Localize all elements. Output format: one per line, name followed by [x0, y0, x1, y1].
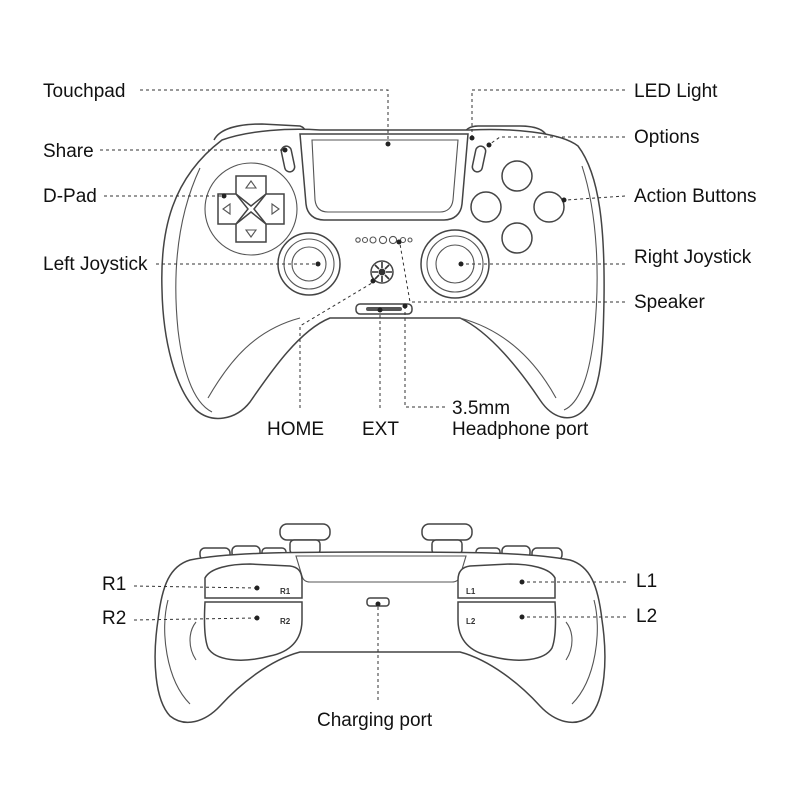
left-shoulder-contour	[164, 599, 191, 705]
ext-port-slot	[366, 307, 402, 311]
leader-dot-r2	[254, 615, 260, 621]
leader-touchpad	[140, 89, 389, 142]
label-l2: L2	[636, 606, 657, 627]
dpad-right[interactable]	[253, 193, 285, 225]
leader-r2	[133, 617, 256, 621]
leader-dot-dpad	[221, 193, 227, 199]
right-hook	[565, 621, 573, 661]
action-buttons	[470, 160, 565, 254]
label-led-light: LED Light	[634, 81, 718, 102]
right-grip-inner	[459, 317, 557, 399]
home-button[interactable]	[370, 260, 394, 284]
label-dpad: D-Pad	[43, 186, 97, 207]
leader-headphone	[404, 308, 445, 408]
touchpad-inner	[311, 139, 459, 213]
right-shoulder-contour	[571, 599, 598, 705]
leader-speaker	[399, 243, 625, 303]
label-charging-port: Charging port	[317, 710, 433, 731]
r2-marking: R2	[280, 617, 291, 626]
top-right-stick-cap	[421, 523, 473, 555]
dpad-up[interactable]	[235, 175, 267, 207]
l2-trigger[interactable]	[457, 601, 557, 661]
arrow-right-icon	[271, 202, 280, 216]
top-left-stick-cap	[279, 523, 331, 555]
r1-marking: R1	[280, 587, 291, 596]
leader-r1	[133, 585, 256, 589]
leader-dot-headphone	[402, 303, 408, 309]
label-speaker: Speaker	[634, 292, 705, 313]
options-button[interactable]	[471, 145, 487, 173]
action-button-top[interactable]	[501, 160, 533, 192]
leader-dot-charging	[375, 601, 381, 607]
label-share: Share	[43, 141, 94, 162]
touchpad[interactable]	[299, 133, 469, 221]
leader-dot-ext	[377, 307, 383, 313]
leader-dot-r1	[254, 585, 260, 591]
leader-led	[471, 89, 625, 136]
action-button-bottom[interactable]	[501, 222, 533, 254]
arrow-up-icon	[244, 180, 258, 189]
arrow-down-icon	[244, 229, 258, 238]
left-grip-contour	[175, 167, 213, 413]
leader-dot-speaker	[396, 239, 402, 245]
label-l1: L1	[636, 571, 657, 592]
arrow-left-icon	[222, 202, 231, 216]
top-view: R1 R2 L1 L2 R1 R2 L1 L2 Charging port	[102, 523, 657, 731]
dpad-left[interactable]	[217, 193, 249, 225]
label-headphone-line1: 3.5mm	[452, 398, 510, 419]
left-hook	[189, 621, 197, 661]
leader-dot-action	[561, 197, 567, 203]
share-button[interactable]	[280, 145, 296, 173]
label-ext: EXT	[362, 419, 399, 440]
leader-dot-l1	[519, 579, 525, 585]
r2-trigger[interactable]	[203, 601, 303, 661]
label-left-joystick: Left Joystick	[43, 254, 148, 275]
leader-dot-share	[282, 147, 288, 153]
r1-button[interactable]	[204, 563, 303, 599]
dpad[interactable]	[204, 162, 298, 256]
label-options: Options	[634, 127, 699, 148]
leader-action	[565, 195, 626, 201]
label-right-joystick: Right Joystick	[634, 247, 752, 268]
label-headphone-line2: Headphone port	[452, 419, 589, 440]
leader-options	[489, 136, 625, 145]
home-logo-icon	[372, 262, 392, 282]
leader-dot-touchpad	[385, 141, 391, 147]
l2-marking: L2	[466, 617, 476, 626]
label-home: HOME	[267, 419, 324, 440]
l1-button[interactable]	[457, 563, 556, 599]
left-grip-inner	[207, 317, 301, 399]
label-action-buttons: Action Buttons	[634, 186, 757, 207]
leader-dot-left-joystick	[315, 261, 321, 267]
front-view: Touchpad Share D-Pad Left Joystick LED L…	[43, 81, 757, 440]
leader-dot-options	[486, 142, 492, 148]
speaker-dots	[355, 235, 413, 245]
leader-dot-l2	[519, 614, 525, 620]
label-r1: R1	[102, 574, 126, 595]
leader-dot-home	[370, 278, 376, 284]
leader-dot-led	[469, 135, 475, 141]
action-button-left[interactable]	[470, 191, 502, 223]
label-touchpad: Touchpad	[43, 81, 125, 102]
right-grip-contour	[563, 165, 598, 411]
action-button-right[interactable]	[533, 191, 565, 223]
l1-marking: L1	[466, 587, 476, 596]
label-r2: R2	[102, 608, 126, 629]
leader-dot-right-joystick	[458, 261, 464, 267]
dpad-down[interactable]	[235, 211, 267, 243]
